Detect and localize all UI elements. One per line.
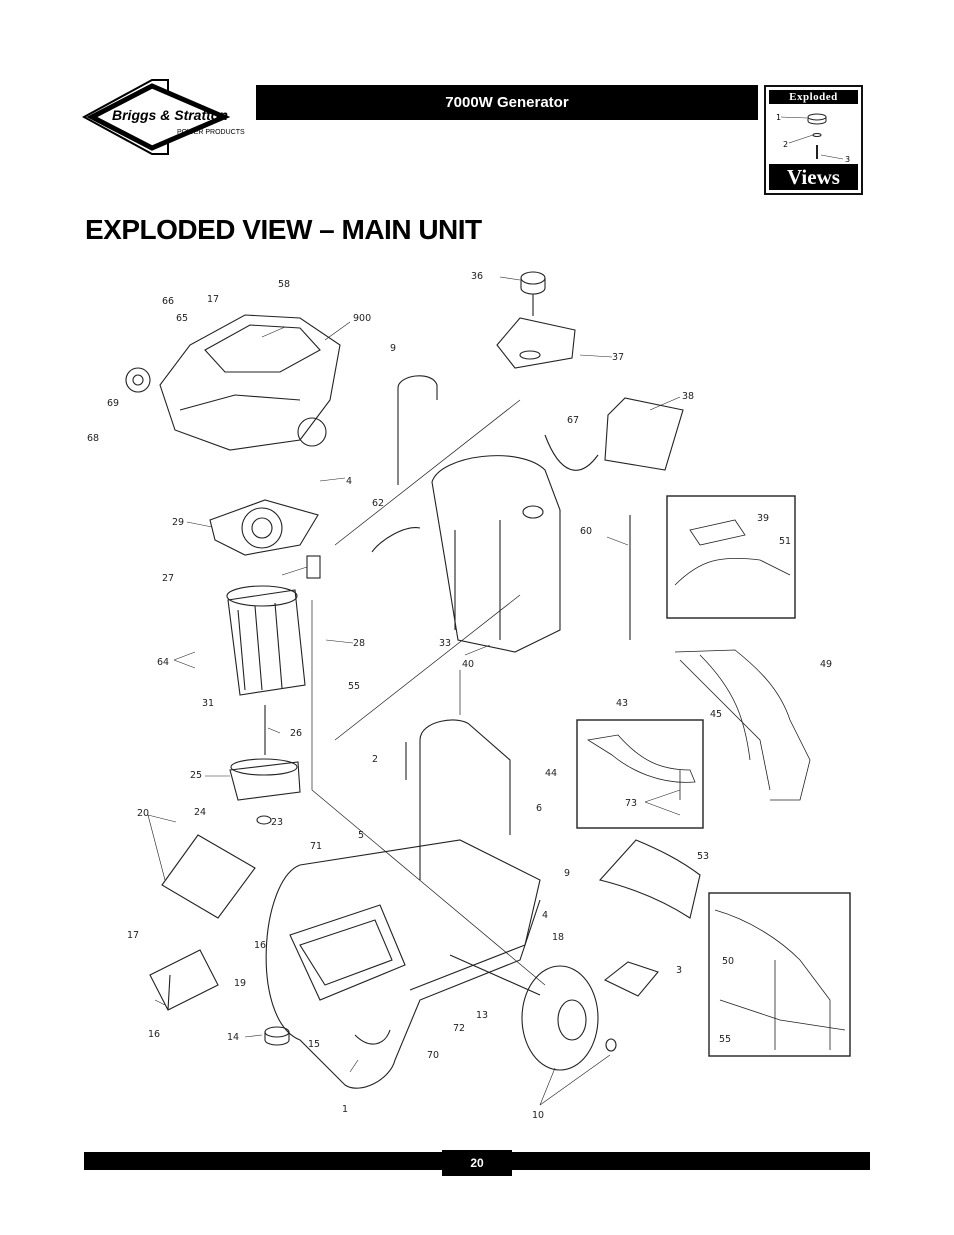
callout-19: 19 [234,978,246,989]
callout-25: 25 [190,770,202,781]
callout-29: 29 [172,517,184,528]
part-callouts: 36 58 900 66 17 65 9 37 38 67 69 68 4 62… [87,271,832,1121]
callout-64: 64 [157,657,169,668]
callout-17: 17 [207,294,219,305]
callout-23: 23 [271,817,283,828]
callout-28: 28 [353,638,365,649]
callout-9b: 9 [564,868,570,879]
callout-66: 66 [162,296,174,307]
callout-73: 73 [625,798,637,809]
callout-900: 900 [353,313,371,324]
callout-1: 1 [342,1104,348,1115]
callout-18: 18 [552,932,564,943]
brand-tagline: POWER PRODUCTS [177,129,245,136]
callout-39: 39 [757,513,769,524]
badge-bottom-label: Views [769,164,858,190]
badge-illustration: 1 2 3 [776,113,850,163]
header-bar: 7000W Generator [256,85,758,120]
badge-callout-3: 3 [845,155,850,163]
callout-38: 38 [682,391,694,402]
callout-53: 53 [697,851,709,862]
callout-13: 13 [476,1010,488,1021]
callout-20: 20 [137,808,149,819]
callout-51: 51 [779,536,791,547]
callout-4: 4 [346,476,352,487]
briggs-stratton-logo: Briggs & Stratton POWER PRODUCTS [82,79,245,155]
callout-67: 67 [567,415,579,426]
badge-top-label: Exploded [769,90,858,104]
callout-10: 10 [532,1110,544,1121]
callout-72: 72 [453,1023,465,1034]
diagram-line-art [125,271,851,1106]
callout-37: 37 [612,352,624,363]
page-number: 20 [442,1150,512,1176]
callout-33: 33 [439,638,451,649]
exploded-views-badge: Exploded 1 2 3 Views [764,85,863,195]
callout-3: 3 [676,965,682,976]
callout-45: 45 [710,709,722,720]
callout-44: 44 [545,768,557,779]
callout-40: 40 [462,659,474,670]
callout-16: 16 [254,940,266,951]
callout-16b: 16 [148,1029,160,1040]
callout-49: 49 [820,659,832,670]
callout-6: 6 [536,803,542,814]
callout-71: 71 [310,841,322,852]
callout-69: 69 [107,398,119,409]
callout-62: 62 [372,498,384,509]
callout-14: 14 [227,1032,239,1043]
callout-15: 15 [308,1039,320,1050]
callout-68: 68 [87,433,99,444]
badge-callout-2: 2 [783,140,788,149]
callout-55: 55 [348,681,360,692]
page-title: EXPLODED VIEW – MAIN UNIT [85,214,482,245]
callout-50: 50 [722,956,734,967]
callout-9: 9 [390,343,396,354]
callout-2: 2 [372,754,378,765]
callout-60: 60 [580,526,592,537]
callout-24: 24 [194,807,206,818]
callout-27: 27 [162,573,174,584]
callout-31: 31 [202,698,214,709]
badge-callout-1: 1 [776,113,781,122]
callout-4b: 4 [542,910,548,921]
callout-65: 65 [176,313,188,324]
callout-55b: 55 [719,1034,731,1045]
callout-58: 58 [278,279,290,290]
callout-5: 5 [358,830,364,841]
callout-17b: 17 [127,930,139,941]
callout-26: 26 [290,728,302,739]
brand-name: Briggs & Stratton [112,107,228,123]
callout-43: 43 [616,698,628,709]
callout-70: 70 [427,1050,439,1061]
callout-36: 36 [471,271,483,282]
product-name: 7000W Generator [445,94,569,111]
